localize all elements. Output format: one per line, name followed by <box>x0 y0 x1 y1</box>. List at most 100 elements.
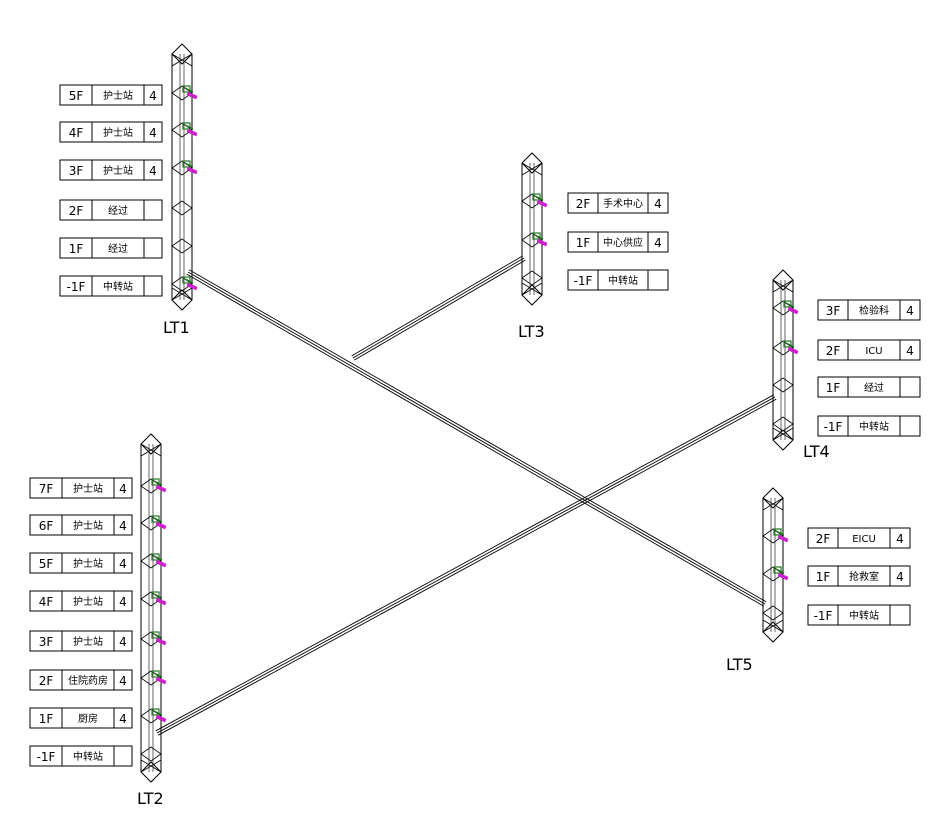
floor-label: 1F <box>816 570 831 584</box>
station-green <box>151 515 160 523</box>
station-marker-icon <box>182 122 198 137</box>
shaft-cross <box>171 287 193 301</box>
station-green <box>151 591 160 599</box>
floor-label: 1F <box>69 242 84 256</box>
pipe-lt2-lt4 <box>155 394 777 736</box>
station-marker-icon <box>182 276 198 291</box>
station-magenta <box>155 597 167 606</box>
room-name: ICU <box>865 346 882 357</box>
station-green-arm <box>153 555 163 561</box>
station-green <box>182 276 191 284</box>
station-count: 4 <box>906 344 914 358</box>
station-green-arm <box>184 278 194 284</box>
station-marker-icon <box>151 553 167 568</box>
floor-box-outline <box>59 199 163 221</box>
floor-level-marker <box>521 270 543 286</box>
station-green <box>773 528 782 536</box>
station-count: 4 <box>119 635 127 649</box>
floor-label: 7F <box>39 482 54 496</box>
floor-label: 2F <box>39 674 54 688</box>
station-green <box>151 478 160 486</box>
shaft-bottom-cap <box>521 284 543 306</box>
station-green <box>783 300 792 308</box>
floor-label: 6F <box>39 519 54 533</box>
station-magenta <box>777 572 789 581</box>
floor-box-outline <box>817 376 921 398</box>
station-count: 4 <box>896 570 904 584</box>
room-name: 护士站 <box>73 595 103 608</box>
room-name: 中转站 <box>859 420 889 433</box>
shaft-bottom-cap <box>171 289 193 311</box>
station-green-arm <box>153 672 163 678</box>
station-green-arm <box>184 87 194 93</box>
floor-level-marker <box>772 377 794 393</box>
floor-box-outline <box>817 299 921 321</box>
floor-level-marker <box>140 746 162 762</box>
pipe-line <box>187 271 766 605</box>
room-name: 护士站 <box>73 482 103 495</box>
pipe-line <box>354 259 526 361</box>
floor-label: 4F <box>39 595 54 609</box>
floor-label: 1F <box>39 712 54 726</box>
station-green-arm <box>775 530 785 536</box>
room-name: 护士站 <box>103 126 133 139</box>
floor-box-outline <box>29 477 133 499</box>
floor-box-outline <box>807 604 911 626</box>
floor-label: 5F <box>39 557 54 571</box>
floor-level-marker <box>772 416 794 432</box>
floor-level-marker <box>762 605 784 621</box>
room-name: 护士站 <box>73 519 103 532</box>
station-green-arm <box>785 302 795 308</box>
pipe-line <box>156 396 776 734</box>
room-name: 护士站 <box>103 164 133 177</box>
station-green <box>532 193 541 201</box>
floor-label: 2F <box>576 197 591 211</box>
station-magenta <box>186 128 198 137</box>
floor-box-outline <box>29 630 133 652</box>
shaft-cross <box>762 619 784 633</box>
station-magenta <box>536 238 548 247</box>
station-green <box>532 232 541 240</box>
room-name: EICU <box>852 534 876 545</box>
floor-box-outline <box>29 745 133 767</box>
station-green-arm <box>785 342 795 348</box>
room-name: 检验科 <box>859 304 889 317</box>
shaft-label: LT5 <box>726 655 753 674</box>
station-green <box>151 553 160 561</box>
station-green <box>182 85 191 93</box>
station-magenta <box>777 534 789 543</box>
floor-level-marker <box>171 122 193 138</box>
shaft-top-cap <box>171 43 193 65</box>
floor-level-marker <box>140 631 162 647</box>
room-name: 中转站 <box>103 280 133 293</box>
station-count: 4 <box>119 674 127 688</box>
pipe-line <box>351 255 523 357</box>
floor-level-marker <box>762 528 784 544</box>
room-name: 护士站 <box>73 635 103 648</box>
floor-label: -1F <box>574 274 593 288</box>
floor-level-marker <box>140 708 162 724</box>
room-name: 住院药房 <box>68 674 108 687</box>
floor-level-marker <box>171 276 193 292</box>
pipes-layer <box>155 255 777 736</box>
floor-label: 3F <box>69 164 84 178</box>
station-green-arm <box>534 234 544 240</box>
room-name: 经过 <box>108 242 128 255</box>
floor-label: -1F <box>67 280 86 294</box>
station-count: 4 <box>149 126 157 140</box>
shaft-top-cap <box>140 433 162 455</box>
shaft-label: LT4 <box>803 442 830 461</box>
